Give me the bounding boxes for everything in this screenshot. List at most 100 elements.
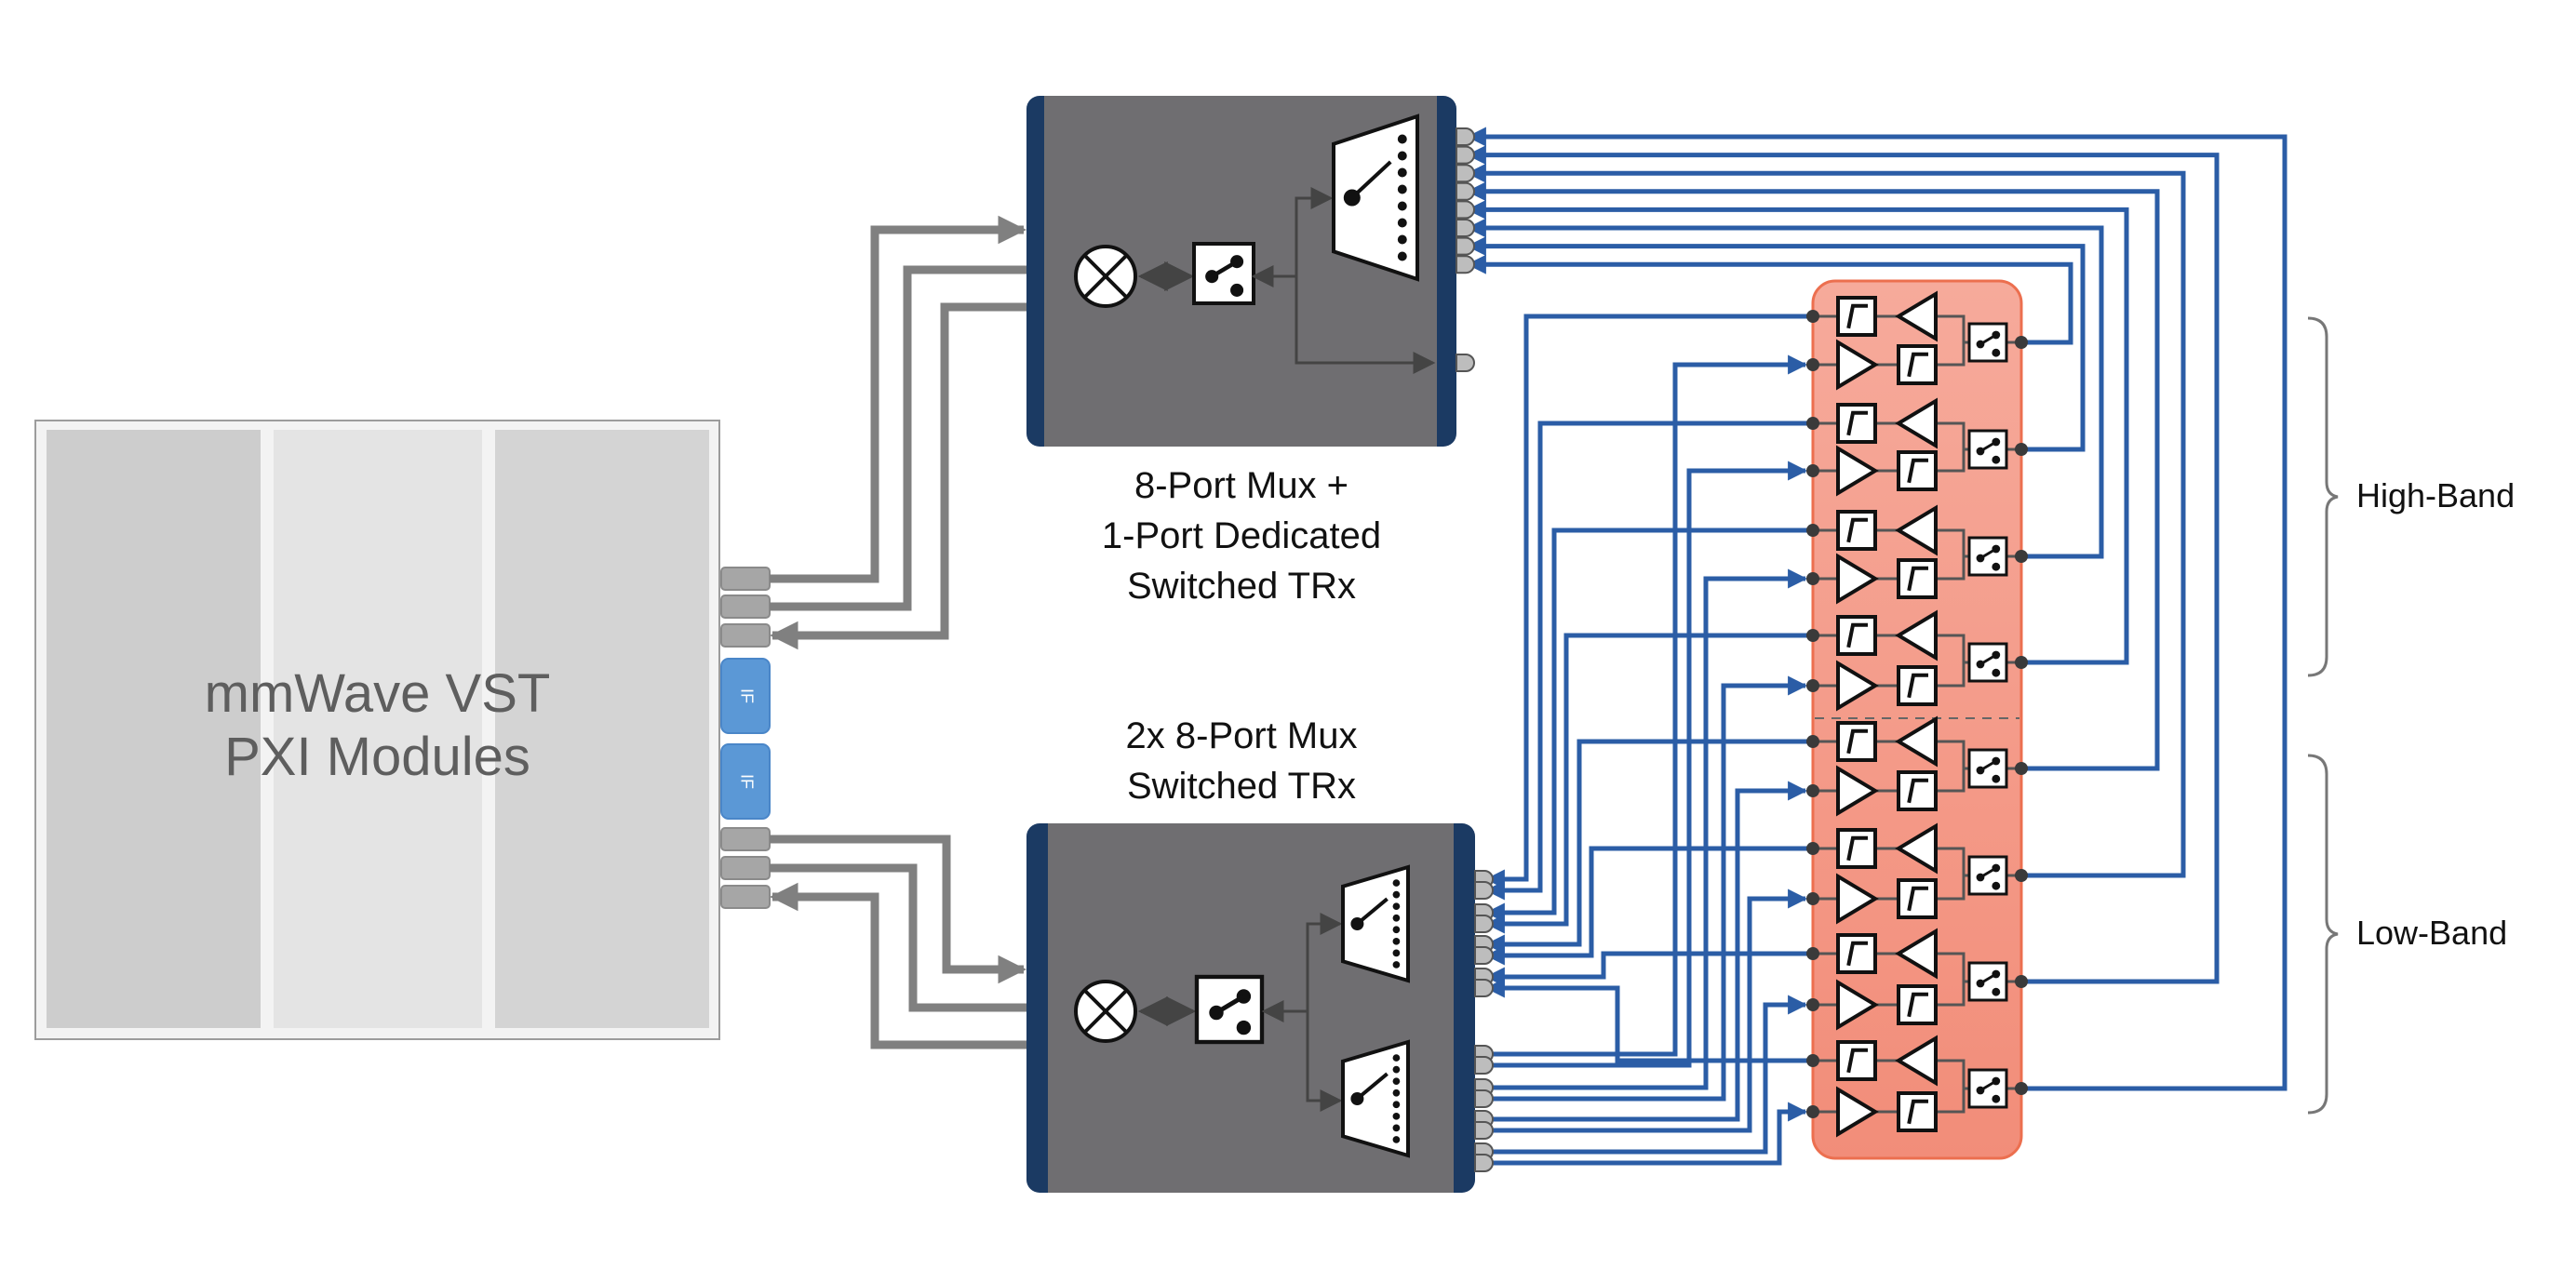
low-band-label: Low-Band [2356, 914, 2508, 952]
frontend-channel [1806, 822, 2028, 925]
highpass-filter-icon [1836, 510, 1877, 551]
port-connector [1456, 236, 1475, 256]
highpass-filter-icon [1897, 558, 1938, 599]
vst-chassis [34, 420, 720, 1040]
rx-wire [1484, 846, 1813, 966]
amplifier-icon [1836, 553, 1879, 605]
port-node [1806, 358, 1819, 371]
port-connector [1456, 145, 1475, 165]
mixer-icon [1074, 245, 1137, 308]
spdt-switch-icon [1967, 855, 2008, 896]
port-node [1806, 524, 1819, 537]
amplifier-icon [1836, 1086, 1879, 1138]
loop-wire [1466, 254, 2073, 345]
vst-connectors: IF IF [720, 567, 771, 909]
low-band-brace [2307, 754, 2339, 1115]
tx-wire [1487, 995, 1808, 1155]
vst-title-line2: PXI Modules [224, 727, 530, 787]
high-band-label: High-Band [2356, 476, 2516, 514]
rx-wire [1484, 528, 1813, 923]
port-connector [1474, 881, 1494, 900]
highpass-filter-icon [1897, 1091, 1938, 1132]
if-connector-label: IF [737, 688, 756, 703]
vst-slot-3 [495, 430, 709, 1028]
port-node [1806, 310, 1819, 323]
tx-wire [1487, 568, 1808, 1090]
frontend-channel [1806, 290, 2028, 391]
lna-icon [1895, 822, 1938, 875]
mux-bottom-label-line1: 2x 8-Port Mux [1125, 715, 1358, 756]
tx-wire [1487, 888, 1808, 1133]
tx-wire [1487, 354, 1808, 1057]
port-node [2015, 443, 2028, 456]
rx-wire [1484, 978, 1813, 1063]
rf-connector [720, 856, 771, 880]
spdt-switch-icon [1967, 536, 2008, 577]
port-node [1806, 947, 1819, 960]
spdt-switch-icon [1967, 961, 2008, 1002]
rx-wire [1484, 739, 1813, 955]
if-connector-body [720, 743, 771, 820]
frontend-channel [1806, 715, 2028, 817]
dedicated-port-line [1295, 276, 1436, 374]
mux-bottom-label-line2: Switched TRx [1126, 766, 1356, 807]
spdt-switch-icon [1967, 642, 2008, 683]
frontend-channel [1806, 397, 2028, 497]
mux-feed-line [1306, 1011, 1343, 1112]
if-connector-label: IF [737, 774, 756, 789]
if-connector: IF [720, 658, 771, 734]
amplifier-icon [1836, 765, 1879, 817]
cable-rx-bottom [769, 882, 1026, 1049]
loop-wire [1466, 163, 2186, 878]
frontend-channel [1806, 928, 2028, 1031]
port-node [1806, 572, 1819, 585]
rx-wire [1484, 314, 1813, 889]
port-node [2015, 336, 2028, 349]
cable-lo-bottom [770, 863, 1026, 1012]
spdt-switch-icon [1967, 748, 2008, 789]
lna-icon [1895, 397, 1938, 449]
gray-cables [769, 215, 1027, 1049]
rx-wire [1484, 633, 1813, 934]
highpass-filter-icon [1897, 344, 1938, 385]
cable-tx-bottom [770, 835, 1027, 984]
highpass-filter-icon [1836, 403, 1877, 444]
port-node [1806, 417, 1819, 430]
amplifier-icon [1836, 660, 1879, 712]
mux-feed-line [1306, 913, 1343, 1011]
mux-feed-line [1295, 187, 1334, 276]
rx-wire [1484, 421, 1813, 901]
high-band-brace [2307, 316, 2339, 677]
port-connector [1456, 200, 1475, 220]
mixer-icon [1074, 980, 1137, 1043]
port-node [1806, 1105, 1819, 1118]
highpass-filter-icon [1836, 1040, 1877, 1081]
port-connector [1456, 219, 1475, 237]
highpass-filter-icon [1897, 450, 1938, 491]
loop-wire [1466, 199, 2129, 665]
lna-icon [1895, 1035, 1938, 1087]
amplifier-icon [1836, 873, 1879, 925]
port-node [1806, 679, 1819, 692]
cable-lo-top [770, 265, 1026, 611]
loop-wire [1466, 218, 2104, 559]
rf-connector [720, 567, 771, 591]
mux-top-label-line2: 1-Port Dedicated [1101, 515, 1382, 556]
port-node [1806, 1054, 1819, 1067]
blue-wires [1466, 127, 2288, 1166]
mux-top-label: 8-Port Mux + 1-Port Dedicated Switched T… [1026, 461, 1456, 611]
highpass-filter-icon [1836, 615, 1877, 656]
rf-connector [720, 623, 771, 648]
port-connector [1474, 1154, 1494, 1172]
amplifier-icon [1836, 979, 1879, 1031]
vst-slot-2 [274, 430, 482, 1028]
port-connector [1474, 1056, 1494, 1075]
highpass-filter-icon [1897, 665, 1938, 706]
port-node [1806, 464, 1819, 477]
rf-connector [720, 594, 771, 619]
highpass-filter-icon [1897, 878, 1938, 919]
cable-rx-top [769, 302, 1026, 650]
if-connector-body [720, 658, 771, 734]
vst-slot-1 [47, 430, 261, 1028]
lna-icon [1895, 504, 1938, 556]
